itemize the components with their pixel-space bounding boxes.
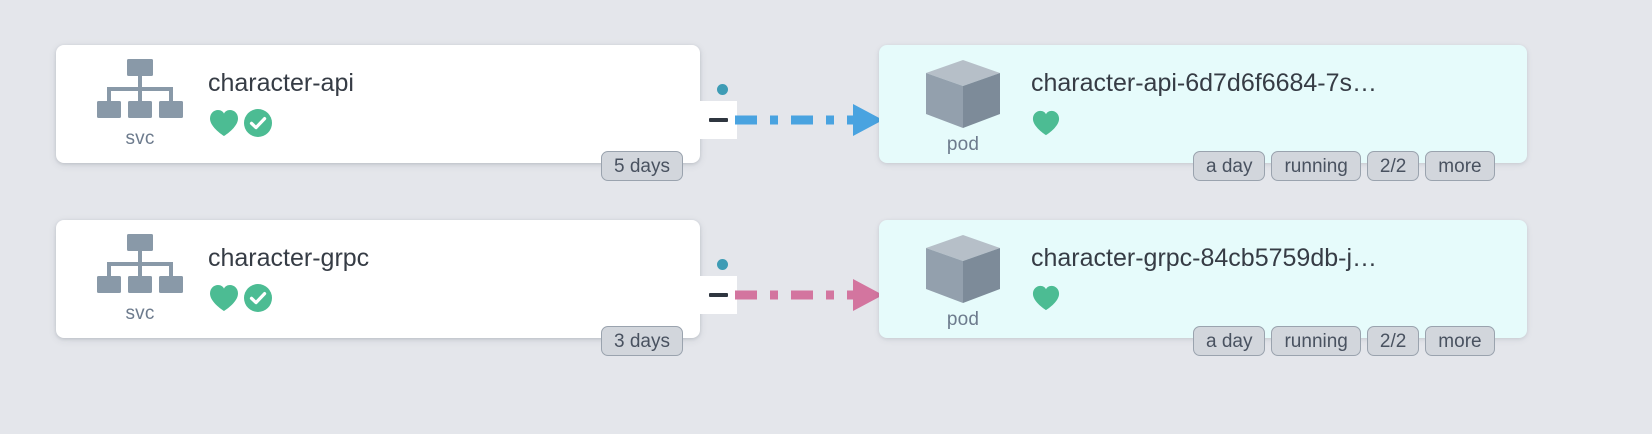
edge-connector [735, 102, 885, 138]
pod-status-icons [1031, 284, 1061, 312]
heart-health-icon [208, 283, 240, 313]
pod-more-badge[interactable]: more [1425, 326, 1495, 356]
collapse-toggle-button[interactable] [699, 276, 737, 314]
check-circle-sync-icon [242, 282, 274, 314]
pod-title: character-grpc-84cb5759db-j… [1031, 244, 1378, 272]
check-circle-sync-icon [242, 107, 274, 139]
heart-health-icon [1031, 284, 1061, 312]
service-card[interactable]: svc character-grpc [56, 220, 728, 338]
service-badges: 3 days [601, 326, 683, 356]
pod-title: character-api-6d7d6f6684-7s… [1031, 69, 1378, 97]
service-title: character-grpc [208, 246, 370, 271]
service-hierarchy-icon [94, 232, 186, 302]
pod-ready-badge[interactable]: 2/2 [1366, 326, 1420, 356]
pod-cube-icon [921, 57, 1005, 133]
pod-icon-group: pod [907, 232, 1019, 332]
pod-phase-badge[interactable]: running [1271, 151, 1361, 181]
service-icon-group: svc [84, 57, 196, 157]
pod-age-badge[interactable]: a day [1193, 151, 1266, 181]
heart-health-icon [208, 108, 240, 138]
pod-kind-label: pod [946, 134, 980, 155]
service-kind-label: svc [125, 303, 155, 324]
pod-card[interactable]: pod character-api-6d7d6f6684-7s… [879, 45, 1527, 163]
pod-badges: a day running 2/2 more [1193, 326, 1495, 356]
service-age-badge[interactable]: 5 days [601, 151, 683, 181]
pod-cube-icon [921, 232, 1005, 308]
resource-row: svc character-api [0, 20, 1652, 195]
heart-health-icon [1031, 109, 1061, 137]
pod-status-icons [1031, 109, 1061, 137]
pod-badges: a day running 2/2 more [1193, 151, 1495, 181]
service-status-icons [208, 107, 274, 139]
pod-kind-label: pod [946, 309, 980, 330]
pod-age-badge[interactable]: a day [1193, 326, 1266, 356]
minus-icon [708, 293, 728, 297]
pod-ready-badge[interactable]: 2/2 [1366, 151, 1420, 181]
kebab-dot [717, 259, 728, 270]
resource-row: svc character-grpc [0, 195, 1652, 370]
pod-card[interactable]: pod character-grpc-84cb5759db-j… [879, 220, 1527, 338]
service-kind-label: svc [125, 128, 155, 149]
minus-icon [708, 118, 728, 122]
service-age-badge[interactable]: 3 days [601, 326, 683, 356]
service-card[interactable]: svc character-api [56, 45, 728, 163]
pod-phase-badge[interactable]: running [1271, 326, 1361, 356]
service-hierarchy-icon [94, 57, 186, 127]
edge-connector [735, 277, 885, 313]
pod-more-badge[interactable]: more [1425, 151, 1495, 181]
service-badges: 5 days [601, 151, 683, 181]
service-status-icons [208, 282, 274, 314]
kebab-dot [717, 84, 728, 95]
service-title: character-api [208, 71, 354, 96]
pod-icon-group: pod [907, 57, 1019, 157]
collapse-toggle-button[interactable] [699, 101, 737, 139]
service-icon-group: svc [84, 232, 196, 332]
